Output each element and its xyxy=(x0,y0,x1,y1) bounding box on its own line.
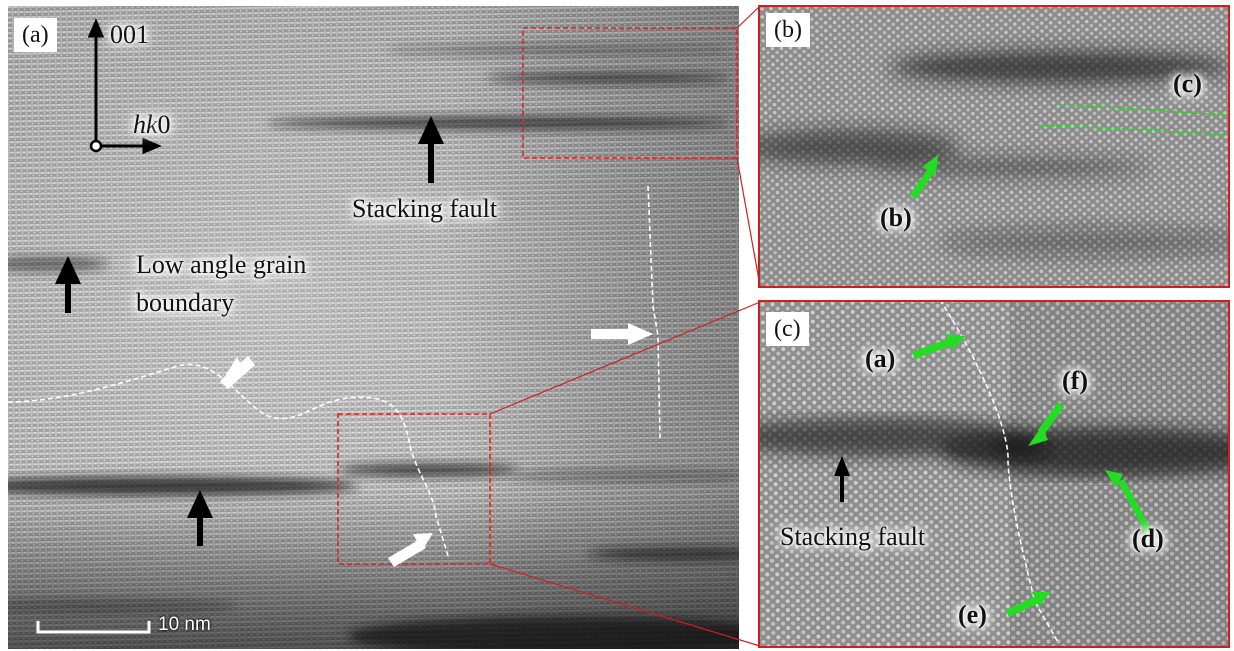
panel-c-micrograph: (c) (a) (f) (d) (e) Stacking fault xyxy=(758,300,1230,648)
stacking-fault-label-c: Stacking fault xyxy=(780,522,926,551)
panel-a-image xyxy=(8,6,739,649)
panel-a-micrograph: (a) 001 hk0 Stacking fault Low angle gra… xyxy=(8,6,739,649)
marker-e-label: (e) xyxy=(958,600,987,629)
axis-hk-italic: hk xyxy=(133,110,158,139)
axis-001-label: 001 xyxy=(110,20,149,49)
panel-b-image xyxy=(760,7,1228,286)
panel-c-label: (c) xyxy=(766,312,809,346)
marker-d-label: (d) xyxy=(1132,524,1164,553)
panel-b-label: (b) xyxy=(766,13,810,47)
panel-b-micrograph: (b) (b) (c) xyxy=(758,5,1230,288)
axis-zero: 0 xyxy=(157,110,171,139)
panel-c-image xyxy=(760,302,1228,646)
stacking-fault-label-a: Stacking fault xyxy=(352,194,498,223)
marker-b-label: (b) xyxy=(880,203,912,232)
marker-c-label: (c) xyxy=(1173,69,1202,98)
panel-a-label: (a) xyxy=(14,18,57,52)
marker-a-label: (a) xyxy=(865,344,896,373)
axis-hk0-label: hk0 xyxy=(133,110,171,140)
marker-f-label: (f) xyxy=(1062,366,1088,395)
scale-bar-label: 10 nm xyxy=(158,614,211,635)
lagb-label-line2: boundary xyxy=(136,288,235,317)
lagb-label-line1: Low angle grain xyxy=(136,250,307,279)
